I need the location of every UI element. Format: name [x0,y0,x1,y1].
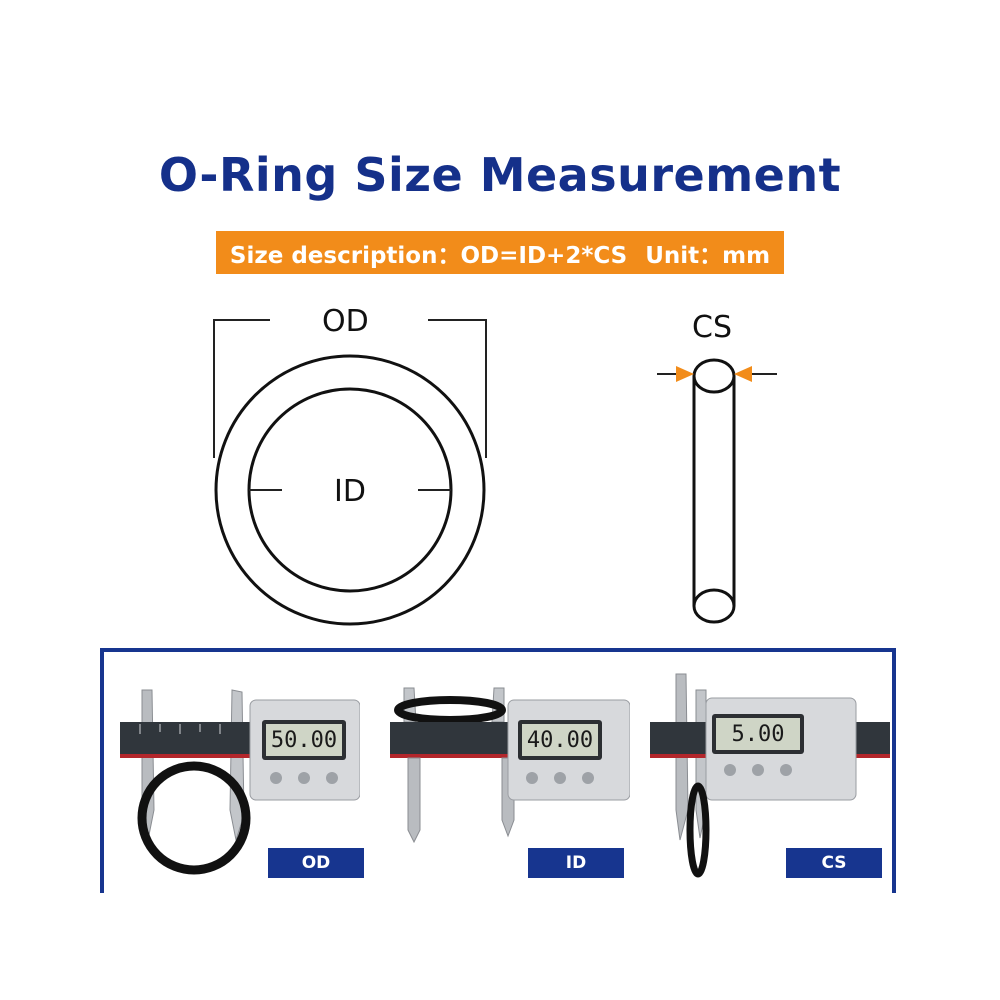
tag-id: ID [528,848,624,878]
lcd-reading-cs: 5.00 [731,722,785,747]
lcd-reading-id: 40.00 [526,728,594,753]
od-dimension-bracket [213,319,487,458]
id-label: ID [334,474,366,509]
tag-cs: CS [786,848,882,878]
measurement-photo-frame [100,648,896,893]
cs-label: CS [692,310,732,345]
cs-side-view [692,358,736,624]
ring-outer-circle [214,354,486,626]
cs-arrows [657,366,777,382]
od-measurement-photo: 50.00 [120,670,360,880]
tag-od: OD [268,848,364,878]
o-ring-diagram [213,319,777,626]
size-formula: Size description：OD=ID+2*CS [229,242,628,269]
id-measurement-photo: 40.00 [390,670,630,880]
caliper-id-image [390,670,630,880]
lcd-reading-od: 50.00 [270,728,338,753]
caliper-od-image [120,670,360,880]
size-unit: Unit：mm [645,242,771,269]
page-title: O-Ring Size Measurement [158,148,842,202]
size-description-banner: Size description：OD=ID+2*CS Unit：mm [216,231,784,274]
caliper-cs-image [650,670,890,880]
od-label: OD [322,304,369,339]
cs-measurement-photo: 5.00 [650,670,890,880]
